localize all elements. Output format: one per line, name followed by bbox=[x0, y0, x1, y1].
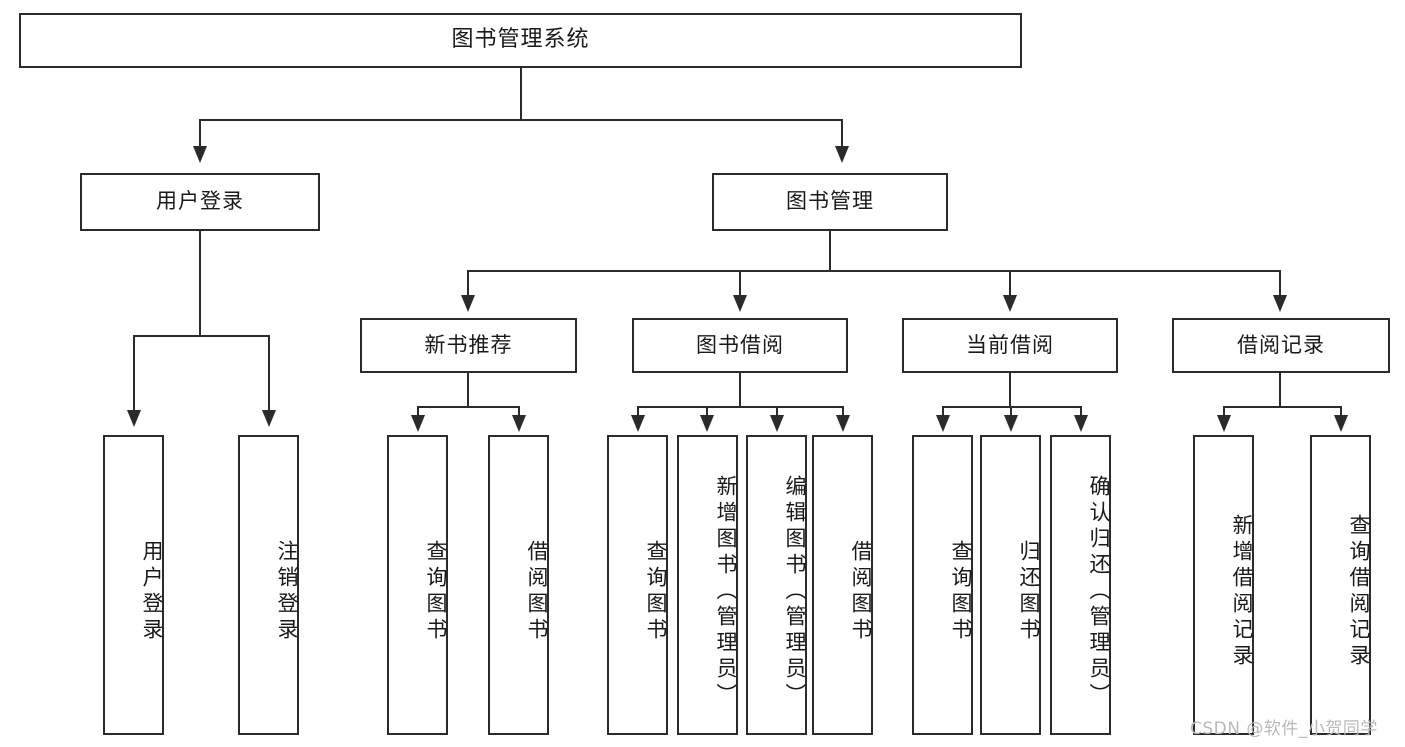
leaf-query-borrow-record[interactable]: 查询借阅记录 bbox=[1310, 435, 1371, 735]
node-label: 归还图书 bbox=[1017, 540, 1041, 644]
connector-bm-to-new-book bbox=[467, 270, 469, 298]
node-label: 注销登录 bbox=[275, 540, 299, 644]
connector-book-borrow-stem bbox=[739, 373, 741, 408]
connector-bm-to-current-borrow bbox=[1009, 270, 1011, 298]
connector-new-book-bar bbox=[417, 406, 520, 408]
connector-user-login-stem bbox=[199, 231, 201, 336]
connector-br-to-leaf-2 bbox=[1340, 406, 1342, 418]
arrow-root-to-user-login bbox=[193, 146, 207, 163]
node-user-login[interactable]: 用户登录 bbox=[80, 173, 320, 231]
node-label: 查询借阅记录 bbox=[1347, 514, 1371, 670]
node-label: 图书管理 bbox=[786, 189, 874, 214]
connector-bb-to-leaf-2 bbox=[706, 406, 708, 418]
connector-root-to-book-management bbox=[841, 119, 843, 149]
node-label: 图书借阅 bbox=[696, 332, 784, 357]
connector-cb-to-leaf-1 bbox=[942, 406, 944, 418]
node-label: 查询图书 bbox=[424, 540, 448, 644]
leaf-confirm-return-admin[interactable]: 确认归还（管理员） bbox=[1050, 435, 1111, 735]
connector-bm-to-borrow-record bbox=[1279, 270, 1281, 298]
connector-book-management-bar bbox=[467, 270, 1281, 272]
connector-root-bar bbox=[199, 119, 843, 121]
connector-cb-to-leaf-2 bbox=[1010, 406, 1012, 418]
leaf-query-book-borrow[interactable]: 查询图书 bbox=[607, 435, 668, 735]
arrow-br-to-leaf-1 bbox=[1217, 415, 1231, 432]
node-book-management[interactable]: 图书管理 bbox=[712, 173, 948, 231]
connector-book-management-stem bbox=[829, 231, 831, 271]
connector-book-borrow-bar bbox=[637, 406, 844, 408]
arrow-bm-to-new-book bbox=[461, 295, 475, 312]
leaf-logout[interactable]: 注销登录 bbox=[238, 435, 299, 735]
connector-user-login-bar bbox=[133, 335, 269, 337]
leaf-borrow-book-recommend[interactable]: 借阅图书 bbox=[488, 435, 549, 735]
connector-new-book-stem bbox=[467, 373, 469, 408]
arrow-br-to-leaf-2 bbox=[1334, 415, 1348, 432]
node-label: 借阅图书 bbox=[849, 540, 873, 644]
arrow-bm-to-current-borrow bbox=[1003, 295, 1017, 312]
arrow-bb-to-leaf-4 bbox=[836, 415, 850, 432]
arrow-bb-to-leaf-2 bbox=[700, 415, 714, 432]
leaf-edit-book-admin[interactable]: 编辑图书（管理员） bbox=[746, 435, 807, 735]
node-label: 查询图书 bbox=[644, 540, 668, 644]
leaf-user-login[interactable]: 用户登录 bbox=[103, 435, 164, 735]
node-label: 新增借阅记录 bbox=[1230, 514, 1254, 670]
watermark-text: CSDN @软件_小贺同学 bbox=[1190, 719, 1378, 739]
node-label: 借阅图书 bbox=[525, 540, 549, 644]
node-book-management-system[interactable]: 图书管理系统 bbox=[19, 13, 1022, 68]
connector-new-book-to-leaf-2 bbox=[518, 406, 520, 418]
leaf-add-borrow-record[interactable]: 新增借阅记录 bbox=[1193, 435, 1254, 735]
arrow-new-book-to-leaf-1 bbox=[411, 415, 425, 432]
arrow-cb-to-leaf-2 bbox=[1004, 415, 1018, 432]
arrow-bm-to-book-borrow bbox=[733, 295, 747, 312]
connector-borrow-record-stem bbox=[1279, 373, 1281, 408]
connector-new-book-to-leaf-1 bbox=[417, 406, 419, 418]
leaf-add-book-admin[interactable]: 新增图书（管理员） bbox=[677, 435, 738, 735]
node-label: 用户登录 bbox=[140, 540, 164, 644]
arrow-cb-to-leaf-3 bbox=[1074, 415, 1088, 432]
leaf-borrow-book[interactable]: 借阅图书 bbox=[812, 435, 873, 735]
connector-br-to-leaf-1 bbox=[1223, 406, 1225, 418]
connector-bb-to-leaf-3 bbox=[776, 406, 778, 418]
arrow-bm-to-borrow-record bbox=[1273, 295, 1287, 312]
connector-bb-to-leaf-4 bbox=[842, 406, 844, 418]
arrow-bb-to-leaf-3 bbox=[770, 415, 784, 432]
connector-bm-to-book-borrow bbox=[739, 270, 741, 298]
node-current-borrow[interactable]: 当前借阅 bbox=[902, 318, 1118, 373]
connector-current-borrow-stem bbox=[1009, 373, 1011, 408]
leaf-query-book-recommend[interactable]: 查询图书 bbox=[387, 435, 448, 735]
arrow-cb-to-leaf-1 bbox=[936, 415, 950, 432]
arrow-bb-to-leaf-1 bbox=[631, 415, 645, 432]
node-borrow-record[interactable]: 借阅记录 bbox=[1172, 318, 1390, 373]
arrow-root-to-book-management bbox=[835, 146, 849, 163]
node-label: 新书推荐 bbox=[424, 332, 513, 357]
node-label: 当前借阅 bbox=[966, 332, 1054, 357]
connector-root-to-user-login bbox=[199, 119, 201, 149]
arrow-new-book-to-leaf-2 bbox=[512, 415, 526, 432]
arrow-user-login-to-leaf-1 bbox=[127, 410, 141, 427]
connector-user-login-to-leaf-1 bbox=[133, 335, 135, 413]
connector-user-login-to-leaf-2 bbox=[268, 335, 270, 413]
node-book-borrow[interactable]: 图书借阅 bbox=[632, 318, 848, 373]
node-label: 图书管理系统 bbox=[451, 27, 590, 53]
connector-cb-to-leaf-3 bbox=[1080, 406, 1082, 418]
node-label: 查询图书 bbox=[949, 540, 973, 644]
node-label: 编辑图书（管理员） bbox=[783, 475, 807, 709]
connector-current-borrow-bar bbox=[942, 406, 1082, 408]
connector-root-stem bbox=[520, 68, 522, 120]
leaf-return-book[interactable]: 归还图书 bbox=[980, 435, 1041, 735]
node-new-book-recommend[interactable]: 新书推荐 bbox=[360, 318, 577, 373]
connector-borrow-record-bar bbox=[1223, 406, 1341, 408]
connector-bb-to-leaf-1 bbox=[637, 406, 639, 418]
node-label: 用户登录 bbox=[156, 189, 244, 214]
node-label: 新增图书（管理员） bbox=[714, 475, 738, 709]
leaf-query-book-current[interactable]: 查询图书 bbox=[912, 435, 973, 735]
node-label: 借阅记录 bbox=[1237, 332, 1325, 357]
node-label: 确认归还（管理员） bbox=[1087, 475, 1111, 709]
arrow-user-login-to-leaf-2 bbox=[262, 410, 276, 427]
